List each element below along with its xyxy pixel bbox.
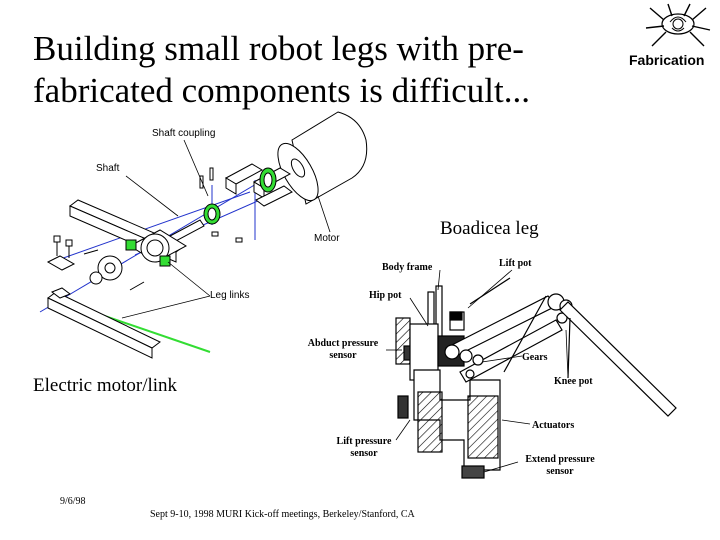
right-diagram-caption: Boadicea leg bbox=[440, 218, 539, 239]
label-lift-pot: Lift pot bbox=[499, 258, 532, 269]
label-knee-pot: Knee pot bbox=[554, 376, 593, 387]
slide-title: Building small robot legs with pre-fabri… bbox=[33, 29, 530, 110]
label-actuators: Actuators bbox=[532, 420, 575, 431]
left-diagram-caption: Electric motor/link bbox=[33, 375, 178, 396]
label-lift-pressure-sensor: Lift pressure sensor bbox=[336, 436, 392, 459]
footer-date: 9/6/98 bbox=[60, 496, 86, 507]
label-shaft: Shaft bbox=[96, 163, 120, 174]
footer-event: Sept 9-10, 1998 MURI Kick-off meetings, … bbox=[150, 509, 415, 520]
label-motor: Motor bbox=[314, 233, 340, 244]
label-extend-pressure-sensor: Extend pressure sensor bbox=[525, 454, 595, 477]
label-hip-pot: Hip pot bbox=[369, 290, 402, 301]
robot-insect-logo-icon bbox=[645, 3, 711, 47]
label-abduct-pressure-sensor: Abduct pressure sensor bbox=[307, 338, 379, 361]
label-body-frame: Body frame bbox=[382, 262, 433, 273]
label-leg-links: Leg links bbox=[210, 290, 250, 301]
label-shaft-coupling: Shaft coupling bbox=[152, 128, 216, 139]
section-tag: Fabrication bbox=[629, 52, 705, 68]
label-gears: Gears bbox=[522, 352, 548, 363]
